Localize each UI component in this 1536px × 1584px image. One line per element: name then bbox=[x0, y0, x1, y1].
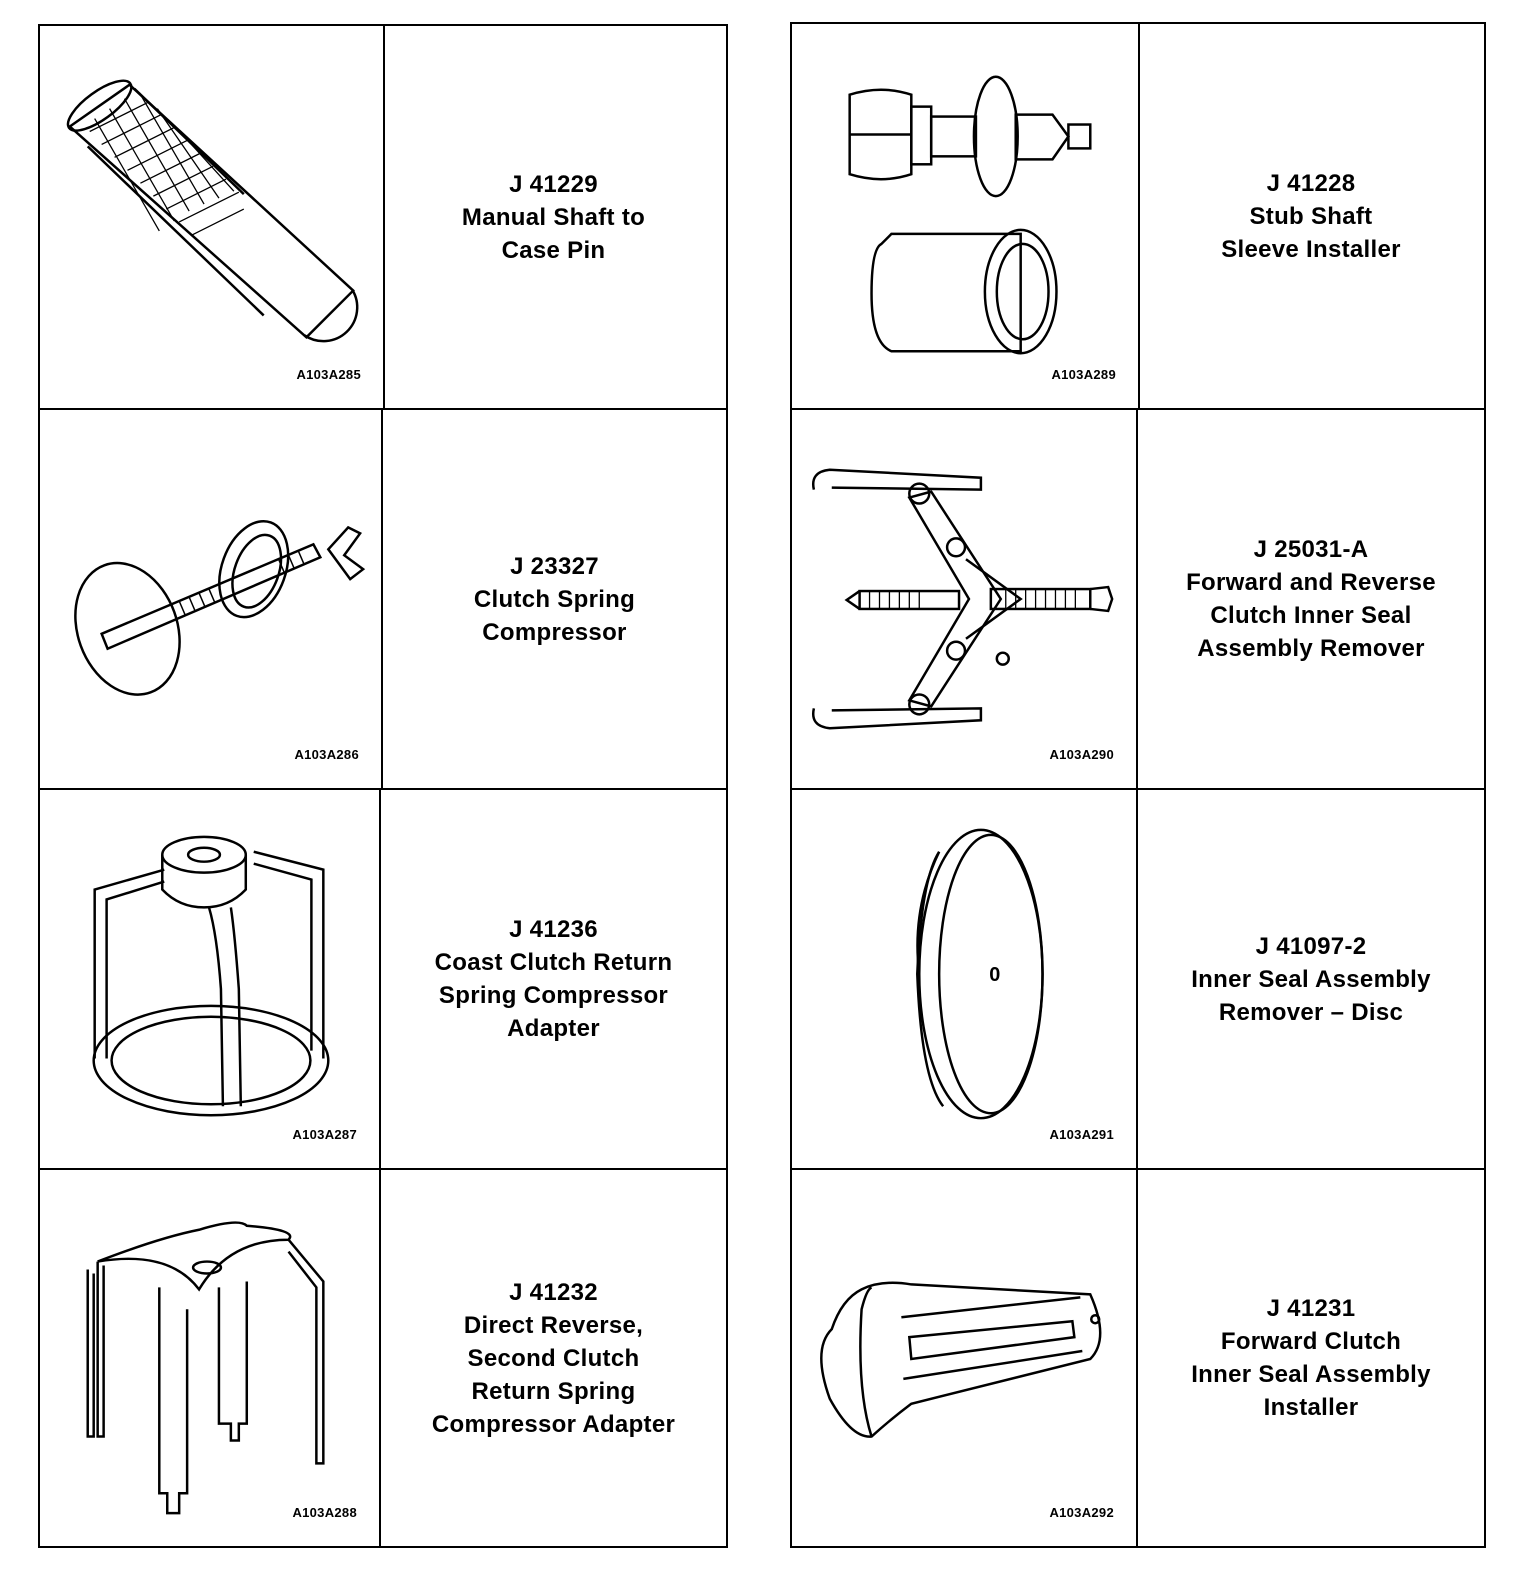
tool-number: J 25031-A bbox=[1253, 536, 1369, 563]
tool-image-cell: A103A285 bbox=[40, 26, 385, 408]
tool-name-line: Inner Seal Assembly bbox=[1191, 965, 1431, 993]
tool-name-line: Case Pin bbox=[501, 236, 606, 264]
tool-image-cell: A103A288 bbox=[40, 1170, 381, 1546]
tool-row: A103A289 J 41228 Stub Shaft Sleeve Insta… bbox=[792, 24, 1484, 408]
seal-remover-disc-illustration: 0 bbox=[916, 828, 1044, 1120]
tool-row: 0 A103A291 J 41097-2 Inner Seal Assembly… bbox=[792, 788, 1484, 1168]
clutch-spring-compressor-illustration bbox=[74, 519, 366, 696]
tool-description-cell: J 41231 Forward Clutch Inner Seal Assemb… bbox=[1138, 1170, 1484, 1546]
inner-seal-remover-puller-illustration bbox=[812, 468, 1114, 730]
tool-name-line: Installer bbox=[1263, 1394, 1359, 1421]
figure-code: A103A288 bbox=[292, 1505, 357, 1520]
right-tool-table: A103A289 J 41228 Stub Shaft Sleeve Insta… bbox=[790, 22, 1486, 1548]
tool-name-line: Inner Seal Assembly bbox=[1191, 1361, 1431, 1388]
tool-description: J 25031-A Forward and Reverse Clutch Inn… bbox=[1186, 533, 1436, 665]
tool-row: A103A286 J 23327 Clutch Spring Compresso… bbox=[40, 408, 726, 788]
coast-clutch-adapter-illustration bbox=[92, 835, 330, 1117]
tool-description-cell: J 41232 Direct Reverse, Second Clutch Re… bbox=[381, 1170, 726, 1546]
disc-center-mark: 0 bbox=[989, 964, 1000, 986]
tool-number: J 41232 bbox=[509, 1278, 598, 1306]
tool-description-cell: J 41097-2 Inner Seal Assembly Remover – … bbox=[1138, 790, 1484, 1168]
stub-shaft-sleeve-installer-illustration bbox=[848, 75, 1092, 355]
tool-name-line: Stub Shaft bbox=[1249, 202, 1373, 230]
tool-name-line: Direct Reverse, bbox=[463, 1311, 644, 1339]
tool-number: J 41231 bbox=[1266, 1295, 1356, 1322]
tool-name-line: Compressor Adapter bbox=[431, 1410, 676, 1438]
tool-description-cell: J 23327 Clutch Spring Compressor bbox=[383, 410, 726, 788]
tool-row: A103A285 J 41229 Manual Shaft to Case Pi… bbox=[40, 26, 726, 408]
direct-reverse-adapter-illustration bbox=[86, 1221, 325, 1515]
tool-name-line: Clutch Inner Seal bbox=[1210, 602, 1412, 629]
tool-image-cell: A103A292 bbox=[792, 1170, 1138, 1546]
tool-name-line: Manual Shaft to bbox=[461, 203, 646, 231]
left-tool-table: A103A285 J 41229 Manual Shaft to Case Pi… bbox=[38, 24, 728, 1548]
tool-image-cell: A103A286 bbox=[40, 410, 383, 788]
tool-description-cell: J 25031-A Forward and Reverse Clutch Inn… bbox=[1138, 410, 1484, 788]
tool-name-line: Second Clutch bbox=[467, 1344, 640, 1372]
seal-installer-handle-illustration bbox=[820, 1281, 1102, 1438]
tool-name-line: Forward Clutch bbox=[1220, 1328, 1402, 1355]
figure-code: A103A285 bbox=[296, 367, 361, 382]
tool-description: J 41232 Direct Reverse, Second Clutch Re… bbox=[432, 1276, 675, 1441]
tool-image-cell: A103A287 bbox=[40, 790, 381, 1168]
figure-code: A103A291 bbox=[1049, 1127, 1114, 1142]
tool-name-line: Compressor bbox=[482, 618, 627, 646]
tool-number: J 41229 bbox=[509, 170, 598, 198]
tool-description: J 41231 Forward Clutch Inner Seal Assemb… bbox=[1191, 1292, 1431, 1424]
figure-code: A103A287 bbox=[292, 1127, 357, 1142]
tool-name-line: Spring Compressor bbox=[438, 982, 669, 1009]
figure-code: A103A292 bbox=[1049, 1505, 1114, 1520]
tool-name-line: Adapter bbox=[507, 1015, 600, 1042]
tool-image-cell: A103A290 bbox=[792, 410, 1138, 788]
figure-code: A103A289 bbox=[1051, 367, 1116, 382]
tool-name-line: Clutch Spring bbox=[473, 585, 636, 613]
tool-description: J 41229 Manual Shaft to Case Pin bbox=[462, 168, 645, 267]
tool-description: J 41228 Stub Shaft Sleeve Installer bbox=[1221, 167, 1401, 266]
tool-name-line: Return Spring bbox=[471, 1377, 636, 1405]
tool-name-line: Remover – Disc bbox=[1218, 998, 1404, 1026]
tool-description-cell: J 41228 Stub Shaft Sleeve Installer bbox=[1138, 24, 1484, 408]
tool-description: J 23327 Clutch Spring Compressor bbox=[474, 550, 635, 649]
tool-image-cell: 0 A103A291 bbox=[792, 790, 1138, 1168]
manual-shaft-pin-illustration bbox=[66, 79, 359, 343]
tool-description: J 41236 Coast Clutch Return Spring Compr… bbox=[435, 913, 673, 1045]
tool-name-line: Assembly Remover bbox=[1197, 635, 1425, 662]
tool-number: J 23327 bbox=[510, 552, 599, 580]
tool-number: J 41228 bbox=[1266, 169, 1356, 197]
tool-row: A103A287 J 41236 Coast Clutch Return Spr… bbox=[40, 788, 726, 1168]
tool-image-cell: A103A289 bbox=[792, 24, 1140, 408]
tool-name-line: Sleeve Installer bbox=[1221, 235, 1401, 263]
figure-code: A103A290 bbox=[1049, 747, 1114, 762]
tool-description: J 41097-2 Inner Seal Assembly Remover – … bbox=[1191, 930, 1431, 1029]
tool-row: A103A288 J 41232 Direct Reverse, Second … bbox=[40, 1168, 726, 1546]
tool-number: J 41236 bbox=[509, 916, 598, 943]
tool-row: A103A290 J 25031-A Forward and Reverse C… bbox=[792, 408, 1484, 788]
tool-number: J 41097-2 bbox=[1255, 932, 1367, 960]
figure-code: A103A286 bbox=[294, 747, 359, 762]
tool-description-cell: J 41236 Coast Clutch Return Spring Compr… bbox=[381, 790, 726, 1168]
tool-row: A103A292 J 41231 Forward Clutch Inner Se… bbox=[792, 1168, 1484, 1546]
tool-name-line: Coast Clutch Return bbox=[434, 949, 673, 976]
tool-description-cell: J 41229 Manual Shaft to Case Pin bbox=[381, 26, 726, 408]
tool-name-line: Forward and Reverse bbox=[1186, 569, 1436, 596]
